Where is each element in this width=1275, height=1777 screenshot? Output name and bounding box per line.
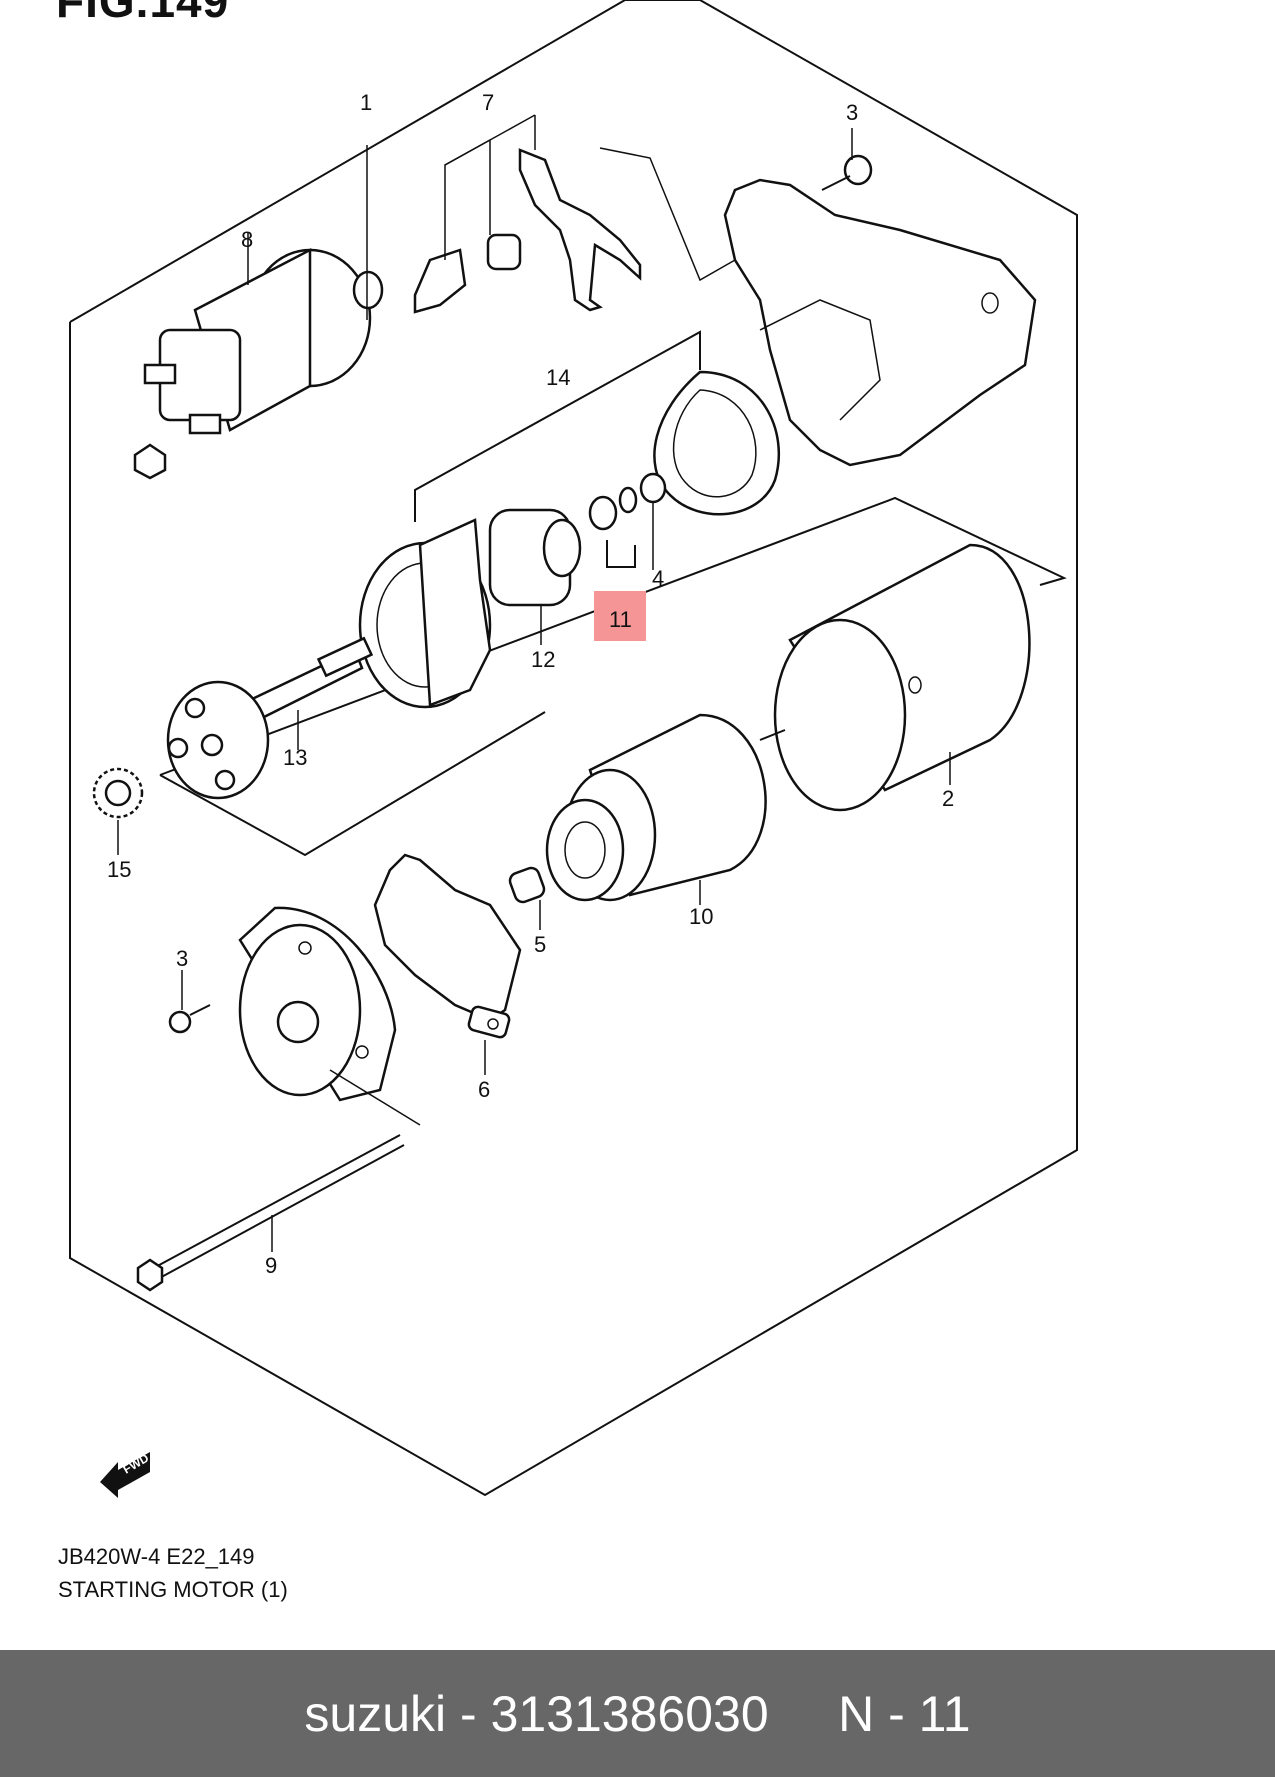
callout-13: 13 xyxy=(283,745,307,770)
part-pinion-gear xyxy=(92,767,144,855)
spacer xyxy=(769,1685,838,1743)
separator: - xyxy=(446,1685,491,1742)
callout-3-lower: 3 xyxy=(176,946,188,971)
diagram-code: JB420W-4 E22_149 xyxy=(58,1544,255,1569)
part-planetary-shaft xyxy=(166,636,374,800)
ring-inner xyxy=(672,389,757,498)
brand-name: suzuki xyxy=(304,1685,447,1742)
part-number: 3131386030 xyxy=(490,1685,769,1742)
callout-3-top: 3 xyxy=(846,100,858,125)
diagram-name: STARTING MOTOR (1) xyxy=(58,1577,288,1602)
part-bushing-4 xyxy=(639,472,667,504)
part-lever-spacer xyxy=(413,248,467,314)
part-bushing-5 xyxy=(508,866,546,930)
callout-11: 11 xyxy=(609,607,632,632)
part-armature xyxy=(545,713,786,905)
part-lever-bushing xyxy=(486,233,522,271)
part-screw-lower xyxy=(168,970,211,1034)
part-brush-holder xyxy=(373,853,522,1075)
group-bracket-14 xyxy=(414,330,701,522)
subassembly-frame-lower xyxy=(159,711,546,857)
part-screw-top xyxy=(821,128,873,191)
subassembly-frame xyxy=(159,496,1067,776)
callout-15: 15 xyxy=(107,857,131,882)
callout-4: 4 xyxy=(652,566,664,591)
highlight-callout-11 xyxy=(594,591,646,641)
diagram-position: N - 11 xyxy=(838,1685,971,1742)
callout-14: 14 xyxy=(546,365,570,390)
part-washer-11a xyxy=(588,495,618,531)
part-front-housing xyxy=(366,145,1037,467)
part-washer-11b xyxy=(618,486,638,514)
callout-9: 9 xyxy=(265,1253,277,1278)
callout-line-7 xyxy=(444,138,491,260)
part-rear-end-frame xyxy=(238,906,421,1126)
part-yoke xyxy=(773,543,1031,812)
parts-diagram: FIG.149 xyxy=(56,0,1078,1602)
part-info-bar: suzuki - 3131386030 N - 11 xyxy=(0,1650,1275,1777)
callout-1: 1 xyxy=(360,90,372,115)
group-bracket-11 xyxy=(606,540,636,568)
figure-title: FIG.149 xyxy=(56,0,230,27)
callout-2: 2 xyxy=(942,786,954,811)
fwd-arrow-icon: FWD xyxy=(100,1451,151,1498)
part-solenoid xyxy=(133,232,384,480)
part-through-bolt xyxy=(136,1134,405,1292)
callout-6: 6 xyxy=(478,1077,490,1102)
part-overrunning-clutch xyxy=(488,508,582,645)
part-internal-gear xyxy=(358,518,492,709)
callout-7: 7 xyxy=(482,90,494,115)
assembly-frame xyxy=(69,0,1078,1497)
callout-8: 8 xyxy=(241,227,253,252)
callout-5: 5 xyxy=(534,932,546,957)
callout-12: 12 xyxy=(531,647,555,672)
exploded-view: FWD 1 7 3 8 14 4 11 12 13 15 2 10 5 3 6 … xyxy=(69,0,1078,1498)
lever-frame xyxy=(599,147,736,282)
part-shift-lever xyxy=(518,148,642,312)
callout-10: 10 xyxy=(689,904,713,929)
